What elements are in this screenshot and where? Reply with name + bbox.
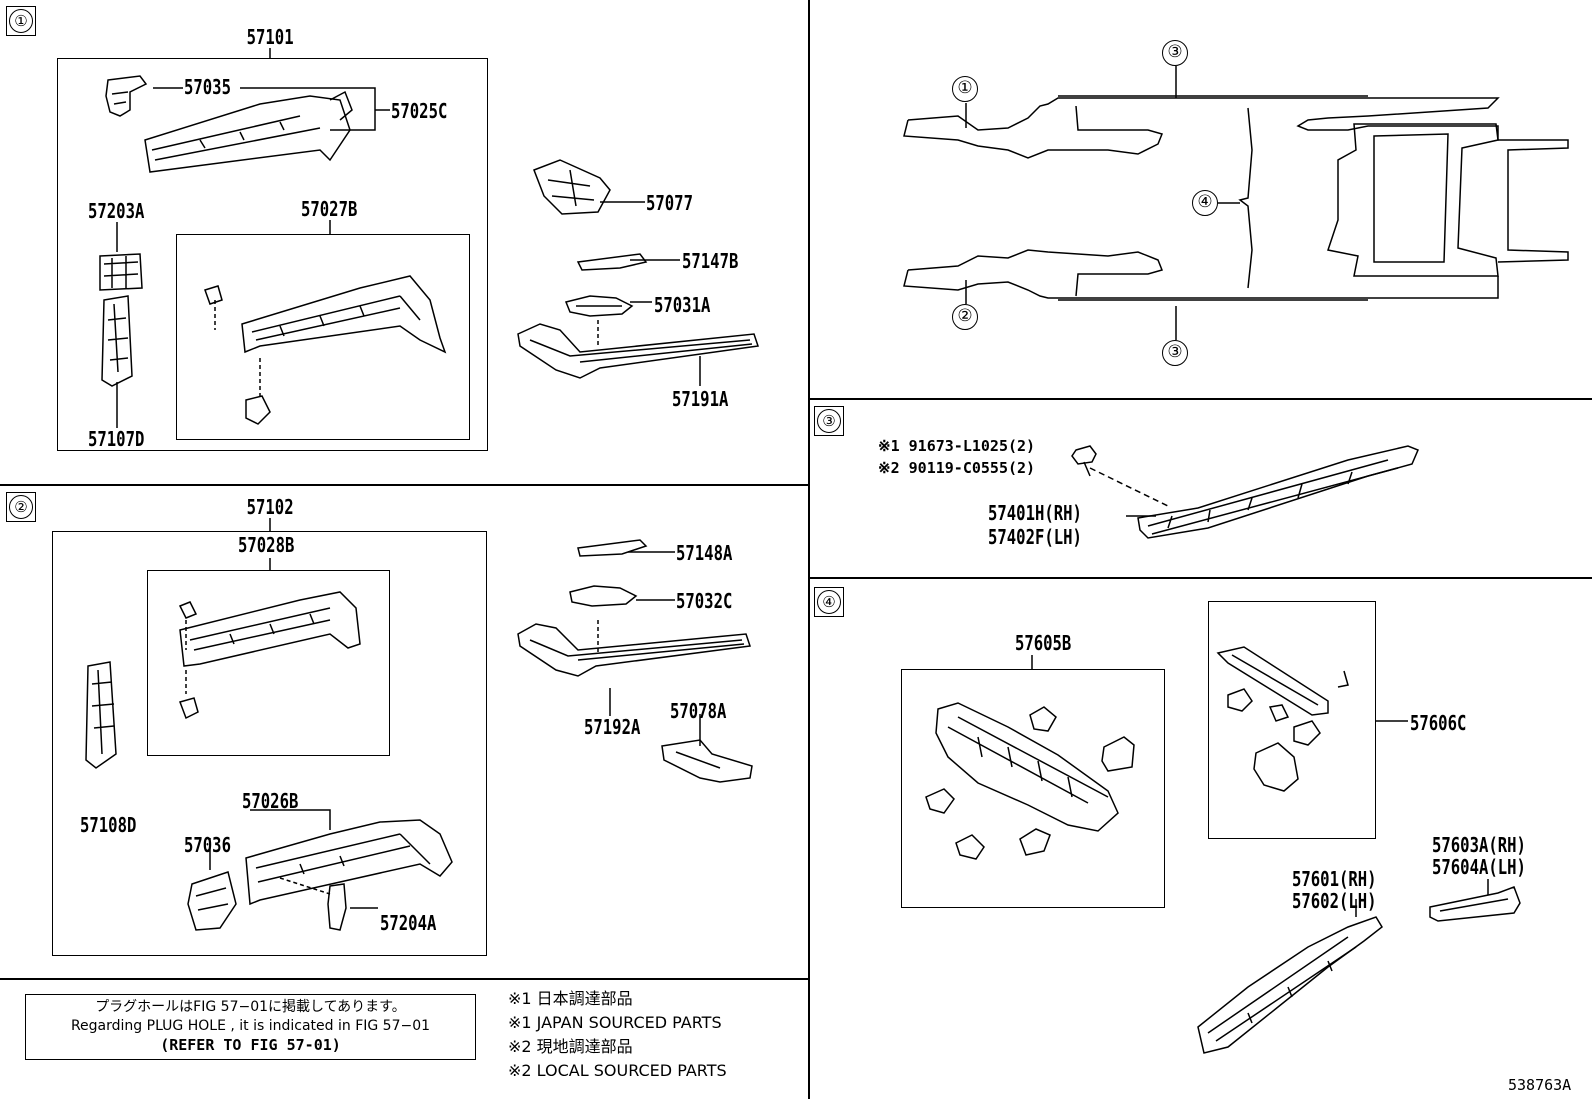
overview-callout-4[interactable]: ④ — [1192, 190, 1218, 216]
legend-line-2: ※1 JAPAN SOURCED PARTS — [508, 1013, 722, 1032]
label-57401h-rh[interactable]: 57401H(RH) — [988, 501, 1082, 525]
section-4-badge: ④ — [814, 587, 844, 617]
section-3-badge: ③ — [814, 406, 844, 436]
divider-right-2 — [808, 577, 1592, 579]
divider-left-2 — [0, 978, 808, 980]
figure-code: 538763A — [1508, 1076, 1572, 1094]
label-57078a[interactable]: 57078A — [670, 699, 727, 723]
label-57601[interactable]: 57601(RH) — [1292, 867, 1377, 891]
label-57147b[interactable]: 57147B — [682, 249, 739, 273]
label-57036[interactable]: 57036 — [184, 833, 231, 857]
label-57606c[interactable]: 57606C — [1410, 711, 1467, 735]
assembly-box-57606c — [1208, 601, 1376, 839]
assembly-box-57605b — [901, 669, 1165, 908]
note-line-en: Regarding PLUG HOLE , it is indicated in… — [70, 1018, 431, 1034]
overview-callout-3-top[interactable]: ③ — [1162, 40, 1188, 66]
label-57108d[interactable]: 57108D — [80, 813, 137, 837]
plug-hole-note: プラグホールはFIG 57−01に掲載してあります。 Regarding PLU… — [25, 994, 476, 1060]
legend-line-4: ※2 LOCAL SOURCED PARTS — [508, 1061, 727, 1080]
section-4-drawing — [925, 646, 1521, 1054]
legend-line-3: ※2 現地調達部品 — [508, 1037, 633, 1056]
legend-line-1: ※1 日本調達部品 — [508, 989, 633, 1008]
label-57148a[interactable]: 57148A — [676, 541, 733, 565]
section-2-badge: ② — [6, 492, 36, 522]
note-line-refer: (REFER TO FIG 57-01) — [160, 1036, 341, 1054]
note-line-ja: プラグホールはFIG 57−01に掲載してあります。 — [95, 999, 406, 1015]
underbody-overview-drawing — [903, 66, 1569, 340]
overview-callout-1[interactable]: ① — [952, 76, 978, 102]
divider-right-1 — [808, 398, 1592, 400]
label-57028b[interactable]: 57028B — [238, 533, 295, 557]
subassembly-box-57027b — [176, 234, 470, 440]
section-3-drawing — [1071, 445, 1419, 539]
assembly-box-57101 — [57, 58, 488, 451]
overview-callout-3-bottom[interactable]: ③ — [1162, 340, 1188, 366]
label-57026b[interactable]: 57026B — [242, 789, 299, 813]
label-57102[interactable]: 57102 — [246, 495, 294, 519]
label-57032c[interactable]: 57032C — [676, 589, 733, 613]
section-1-drawing — [99, 48, 759, 428]
section-1-badge: ① — [6, 6, 36, 36]
label-57101[interactable]: 57101 — [246, 25, 294, 49]
subassembly-box-57028b — [147, 570, 390, 756]
label-57402f-lh[interactable]: 57402F(LH) — [988, 525, 1082, 549]
divider-left-1 — [0, 484, 808, 486]
label-57031a[interactable]: 57031A — [654, 293, 711, 317]
label-57027b[interactable]: 57027B — [301, 197, 358, 221]
section-2-drawing — [85, 518, 753, 931]
divider-vertical — [808, 0, 810, 1099]
label-57204a[interactable]: 57204A — [380, 911, 437, 935]
label-57107d[interactable]: 57107D — [88, 427, 145, 451]
assembly-box-57102 — [52, 531, 487, 956]
bolt-part-1[interactable]: ※1 91673-L1025(2) — [878, 437, 1036, 455]
label-57077[interactable]: 57077 — [646, 191, 693, 215]
overview-callout-2[interactable]: ② — [952, 304, 978, 330]
label-57203a[interactable]: 57203A — [88, 199, 145, 223]
label-57035[interactable]: 57035 — [184, 75, 231, 99]
label-57025c[interactable]: 57025C — [391, 99, 448, 123]
label-57605b[interactable]: 57605B — [1014, 631, 1072, 655]
label-57191a[interactable]: 57191A — [672, 387, 729, 411]
bolt-part-2[interactable]: ※2 90119-C0555(2) — [878, 459, 1036, 477]
label-57603a[interactable]: 57603A(RH) — [1432, 833, 1526, 857]
label-57604a[interactable]: 57604A(LH) — [1432, 855, 1526, 879]
label-57192a[interactable]: 57192A — [584, 715, 641, 739]
